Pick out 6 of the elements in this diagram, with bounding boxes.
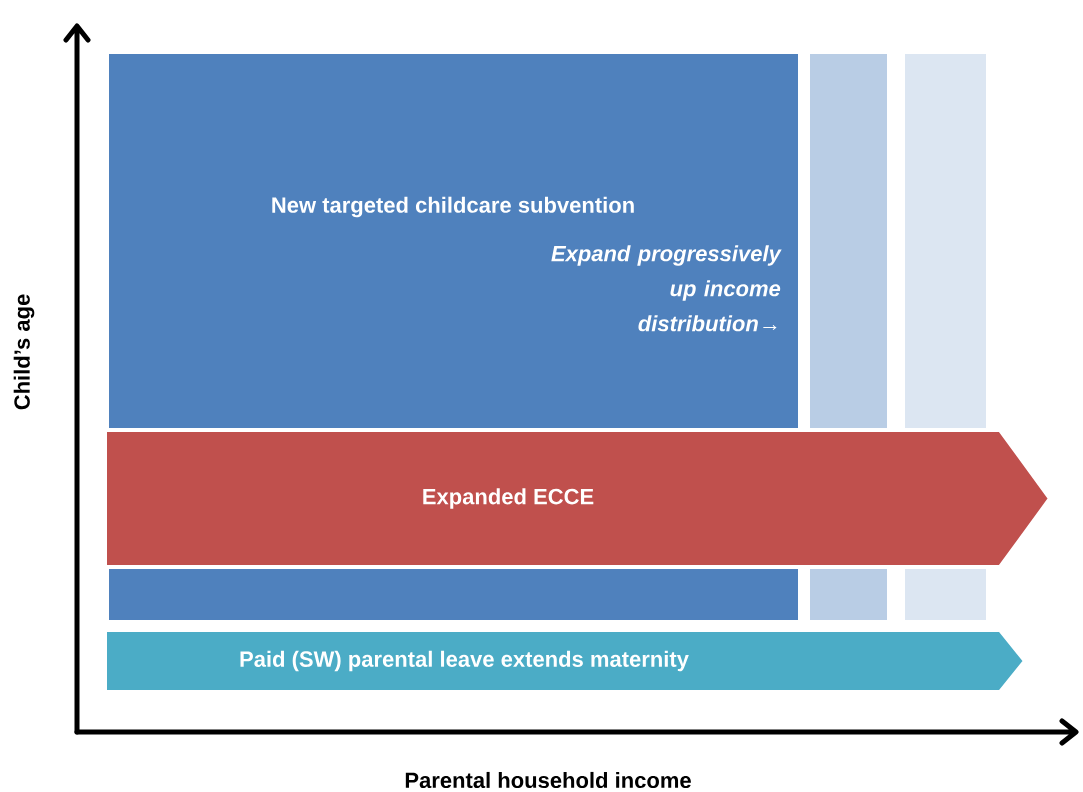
axis-label: Child’s age <box>13 294 35 410</box>
panel-note: Expand progressively up income distribution→ <box>551 245 782 332</box>
arrow-band: Paid (SW) parental leave extends maternity <box>103 628 1028 694</box>
axis-label: Parental household income <box>405 771 691 789</box>
arrow-band: Expanded ECCE <box>103 428 1053 569</box>
panel-heading: New targeted childcare subvention <box>272 196 634 218</box>
